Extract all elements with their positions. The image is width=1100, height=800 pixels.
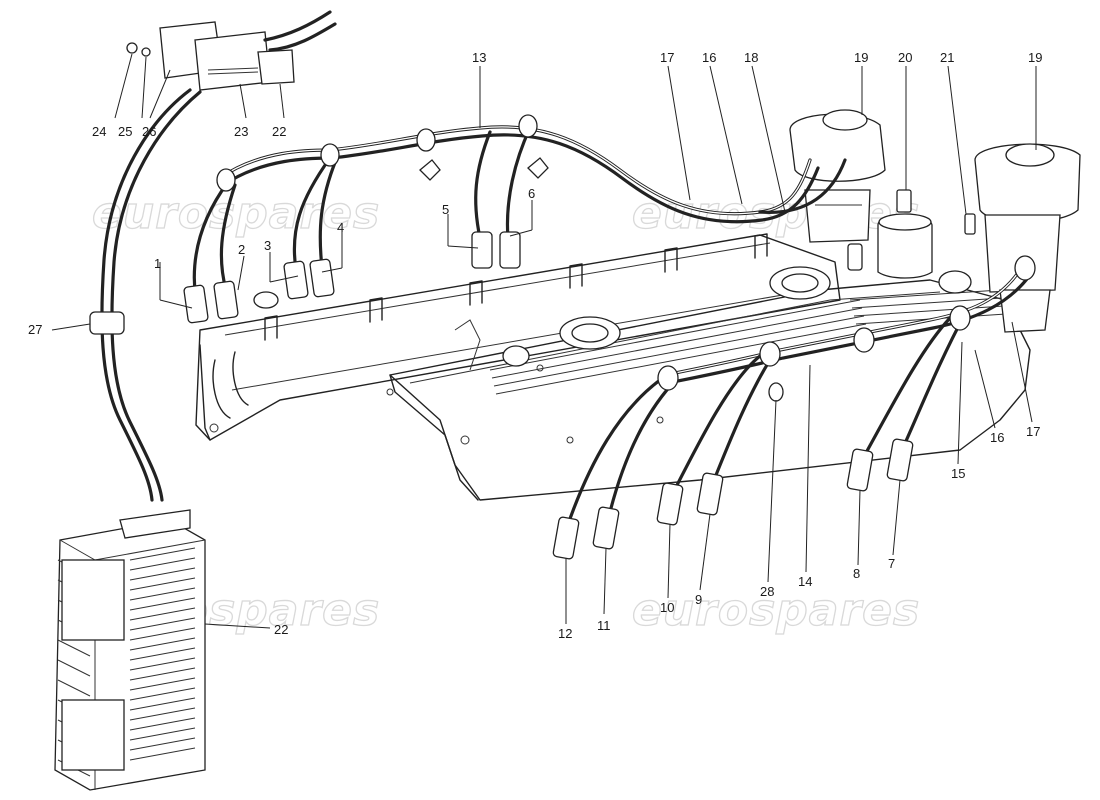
callout-16-bottom: 16 <box>990 430 1004 445</box>
distributor-right <box>974 143 1081 333</box>
callout-7: 7 <box>888 556 895 571</box>
callout-18: 18 <box>744 50 758 65</box>
spark-boot-10 <box>656 482 684 526</box>
callout-27: 27 <box>28 322 42 337</box>
spark-boot-8 <box>846 448 874 492</box>
callout-15: 15 <box>951 466 965 481</box>
left-oil-filler-cap <box>253 291 279 309</box>
callout-1: 1 <box>154 256 161 271</box>
spark-boot-5 <box>471 231 493 269</box>
watermark-top-left: eurospares <box>92 188 380 239</box>
callout-12: 12 <box>558 626 572 641</box>
ignition-coil <box>877 189 933 279</box>
connector-assembly <box>126 10 337 91</box>
callout-22-bottom: 22 <box>274 622 288 637</box>
callout-28: 28 <box>760 584 774 599</box>
callout-labels: 1 2 3 4 5 6 7 8 9 10 11 12 13 14 15 16 1… <box>28 50 1042 641</box>
right-cam-cover <box>389 266 1031 501</box>
spark-boot-6 <box>499 231 521 269</box>
callout-14: 14 <box>798 574 812 589</box>
callout-13: 13 <box>472 50 486 65</box>
right-oil-filler-cap <box>938 270 972 294</box>
callout-8: 8 <box>853 566 860 581</box>
callout-3: 3 <box>264 238 271 253</box>
ecu-label-panel-top <box>61 559 125 641</box>
leader-lines <box>51 53 1037 629</box>
spark-boot-9 <box>696 472 724 516</box>
callout-11: 11 <box>597 618 611 633</box>
left-bank-spark-leads <box>183 114 549 324</box>
spark-boot-3 <box>283 260 309 300</box>
spark-boot-11 <box>592 506 620 550</box>
callout-17-bottom: 17 <box>1026 424 1040 439</box>
right-bank-spark-leads <box>552 255 1036 560</box>
callout-10: 10 <box>660 600 674 615</box>
ecu-cable-27 <box>89 88 202 502</box>
callout-5: 5 <box>442 202 449 217</box>
callout-19-right: 19 <box>1028 50 1042 65</box>
watermark-bottom-right: eurospares <box>632 585 920 636</box>
callout-26: 26 <box>142 124 156 139</box>
distributor-left <box>789 109 886 271</box>
cable-grommet <box>89 311 125 335</box>
right-breather-cap <box>502 345 530 367</box>
callout-25: 25 <box>118 124 132 139</box>
callout-20: 20 <box>898 50 912 65</box>
spark-boot-7 <box>886 438 914 482</box>
callout-19-left: 19 <box>854 50 868 65</box>
spark-boot-12 <box>552 516 580 560</box>
callout-16-top: 16 <box>702 50 716 65</box>
ecu-label-panel-bottom <box>61 699 125 771</box>
left-cover-spark-bosses <box>264 233 768 341</box>
washer-25 <box>141 47 151 57</box>
callout-24: 24 <box>92 124 106 139</box>
callout-23: 23 <box>234 124 248 139</box>
callout-22-top: 22 <box>272 124 286 139</box>
callout-6: 6 <box>528 186 535 201</box>
spark-boot-2 <box>213 280 239 320</box>
condenser-21 <box>964 213 976 235</box>
callout-21: 21 <box>940 50 954 65</box>
callout-2: 2 <box>238 242 245 257</box>
spark-boot-4 <box>309 258 335 298</box>
clip-28 <box>768 382 784 402</box>
callout-9: 9 <box>695 592 702 607</box>
nut-24 <box>126 42 138 54</box>
left-cam-cover <box>195 233 841 441</box>
spark-boot-1 <box>183 284 209 324</box>
connector-plug-22 <box>257 49 295 85</box>
ignition-control-unit <box>54 509 206 791</box>
cover-ribs <box>489 289 1007 395</box>
callout-4: 4 <box>337 220 344 235</box>
callout-17-top: 17 <box>660 50 674 65</box>
